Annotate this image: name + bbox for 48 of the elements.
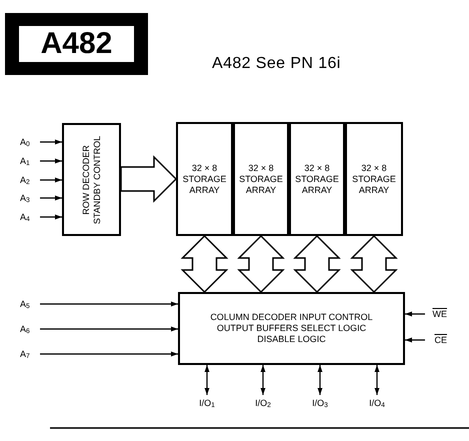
logic-block xyxy=(178,292,405,365)
signal-arrow xyxy=(40,178,62,182)
signal-arrow xyxy=(374,365,380,395)
block-label: 32 × 8 STORAGE ARRAY xyxy=(295,162,339,196)
bus-arrow xyxy=(350,234,398,294)
pin-label: A$_{6}$ xyxy=(20,324,30,334)
pin-label: WE xyxy=(432,310,447,318)
signal-arrow xyxy=(40,352,178,356)
part-number: A482 xyxy=(19,26,134,62)
bus-arrow xyxy=(293,234,341,294)
bus-arrow xyxy=(237,234,285,294)
signal-arrow xyxy=(40,326,178,332)
signal-arrow xyxy=(40,214,62,220)
pin-label: I/O$_{2}$ xyxy=(255,398,271,408)
signal-arrow xyxy=(405,312,425,316)
signal-arrow xyxy=(405,338,425,342)
pin-label: A$_{7}$ xyxy=(20,350,30,358)
storage-array-block xyxy=(289,122,345,236)
pin-label: A$_{0}$ xyxy=(20,138,30,146)
storage-array-block xyxy=(233,122,289,236)
pin-label: A$_{1}$ xyxy=(20,156,30,166)
bus-arrow xyxy=(180,234,228,294)
pin-label: A$_{4}$ xyxy=(20,212,30,222)
storage-array-block xyxy=(176,122,233,236)
block-label: ROW DECODER STANDBY CONTROL xyxy=(80,134,102,226)
pin-label: I/O$_{1}$ xyxy=(199,398,215,408)
decoder-block xyxy=(62,123,121,236)
bus-arrow xyxy=(120,155,178,203)
pin-label: CE xyxy=(434,336,447,344)
signal-arrow xyxy=(40,158,62,164)
pin-label: A$_{3}$ xyxy=(20,194,30,202)
pin-label: A$_{2}$ xyxy=(20,176,30,184)
heading: A482 See PN 16i xyxy=(212,54,341,74)
block-label: 32 × 8 STORAGE ARRAY xyxy=(182,162,227,196)
signal-arrow xyxy=(204,365,210,395)
signal-arrow xyxy=(40,140,62,144)
pin-label: I/O$_{3}$ xyxy=(312,398,328,408)
block-label: COLUMN DECODER INPUT CONTROL OUTPUT BUFFERS SELECT LOGIC DISABLE LOGIC xyxy=(209,312,374,345)
block-label: 32 × 8 STORAGE ARRAY xyxy=(351,162,397,196)
label-badge xyxy=(5,13,148,75)
signal-arrow xyxy=(318,365,322,395)
pin-label: A$_{5}$ xyxy=(20,300,30,308)
signal-arrow xyxy=(40,302,178,306)
signal-arrow xyxy=(260,365,266,395)
storage-array-block xyxy=(345,122,403,236)
block-label: 32 × 8 STORAGE ARRAY xyxy=(239,162,283,196)
pin-label: I/O$_{4}$ xyxy=(369,398,385,408)
signal-arrow xyxy=(40,196,62,200)
